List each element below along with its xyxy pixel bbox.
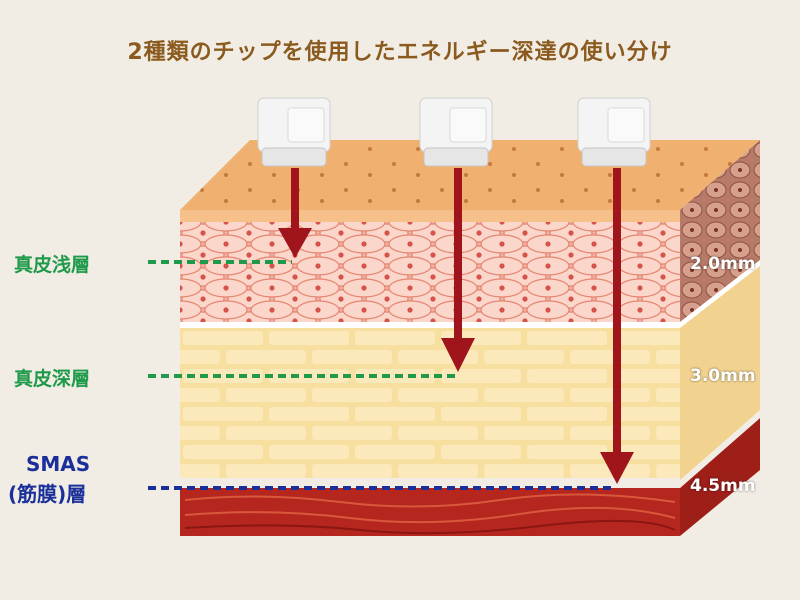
depth-label-2mm: 2.0mm bbox=[690, 254, 756, 274]
deep-dermis-side bbox=[680, 266, 760, 480]
depth-label-3mm: 3.0mm bbox=[690, 366, 756, 386]
diagram-title: 2種類のチップを使用したエネルギー深達の使い分け bbox=[127, 40, 673, 65]
upper-dermis-side bbox=[680, 140, 760, 322]
deep-dermis-label: 真皮深層 bbox=[14, 368, 91, 390]
handpiece-tip-3 bbox=[577, 97, 651, 167]
smas-sublabel: (筋膜)層 bbox=[8, 482, 87, 506]
arrow-4.5mm bbox=[600, 168, 634, 484]
upper-dermis-layer bbox=[180, 222, 680, 322]
handpiece-tip-2 bbox=[419, 97, 493, 167]
smas-label: SMAS bbox=[26, 452, 91, 476]
arrow-2mm bbox=[278, 168, 312, 258]
arrow-3mm bbox=[441, 168, 475, 372]
handpiece-tip-1 bbox=[257, 97, 331, 167]
smas-side bbox=[680, 418, 760, 536]
layer-divider bbox=[180, 322, 680, 328]
epidermis-front bbox=[180, 210, 680, 222]
depth-label-4.5mm: 4.5mm bbox=[690, 476, 756, 496]
deep-dermis-layer bbox=[180, 328, 680, 478]
upper-dermis-label: 真皮浅層 bbox=[14, 254, 91, 276]
